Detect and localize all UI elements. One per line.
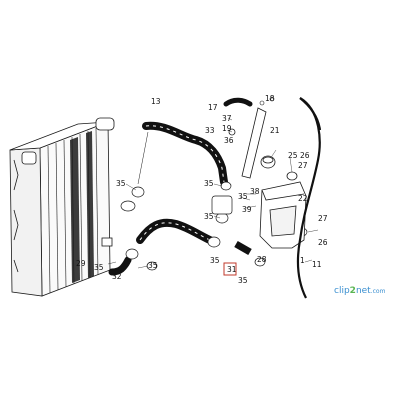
callout-1: 1 xyxy=(300,256,305,265)
callouts: 13 17 18 37 19 33 21 36 25 26 27 35 35 3… xyxy=(76,94,328,285)
callout-32: 32 xyxy=(112,272,122,281)
callout-36: 36 xyxy=(224,136,234,145)
breather-hose xyxy=(223,96,275,107)
callout-39: 39 xyxy=(242,205,252,214)
bracket xyxy=(228,107,267,179)
leader-lines xyxy=(107,117,319,269)
callout-18: 18 xyxy=(265,94,275,103)
expansion-tank xyxy=(259,155,307,249)
watermark-prefix: clip xyxy=(334,286,350,296)
callout-13: 13 xyxy=(151,97,161,106)
callout-35-h: 35 xyxy=(238,276,248,285)
svg-text:clip2net.com: clip2net.com xyxy=(334,286,386,296)
callout-37: 37 xyxy=(222,114,232,123)
callout-38: 38 xyxy=(250,187,260,196)
callout-27: 27 xyxy=(298,161,308,170)
callout-33: 33 xyxy=(205,126,215,135)
watermark-digit: 2 xyxy=(350,286,356,296)
callout-11: 11 xyxy=(312,260,322,269)
callout-35-d: 35 xyxy=(238,192,248,201)
callout-22: 22 xyxy=(298,194,308,203)
watermark: clip2net.com xyxy=(334,286,386,296)
callout-35-f: 35 xyxy=(148,261,158,270)
callout-27-b: 27 xyxy=(318,214,328,223)
clamps-and-fittings xyxy=(120,181,308,271)
watermark-suffix: net xyxy=(356,286,371,296)
callout-17: 17 xyxy=(208,103,218,112)
radiator-assembly xyxy=(9,117,115,297)
callout-35-c: 35 xyxy=(204,212,214,221)
callout-29: 29 xyxy=(76,259,86,268)
callout-28: 28 xyxy=(257,255,267,264)
lower-hose xyxy=(108,218,218,276)
highlight-box-31 xyxy=(223,262,237,276)
overflow-line xyxy=(296,97,322,299)
callout-35-b: 35 xyxy=(204,179,214,188)
callout-35-g: 35 xyxy=(210,256,220,265)
callout-35-a: 35 xyxy=(116,179,126,188)
callout-19: 19 xyxy=(222,124,232,133)
callout-35-e: 35 xyxy=(94,263,104,272)
callout-26-b: 26 xyxy=(318,238,328,247)
callout-26: 26 xyxy=(300,151,310,160)
callout-21: 21 xyxy=(270,126,280,135)
callout-25: 25 xyxy=(288,151,298,160)
watermark-domain: .com xyxy=(371,288,386,295)
callout-31: 31 xyxy=(227,265,237,274)
upper-hose xyxy=(137,121,228,186)
